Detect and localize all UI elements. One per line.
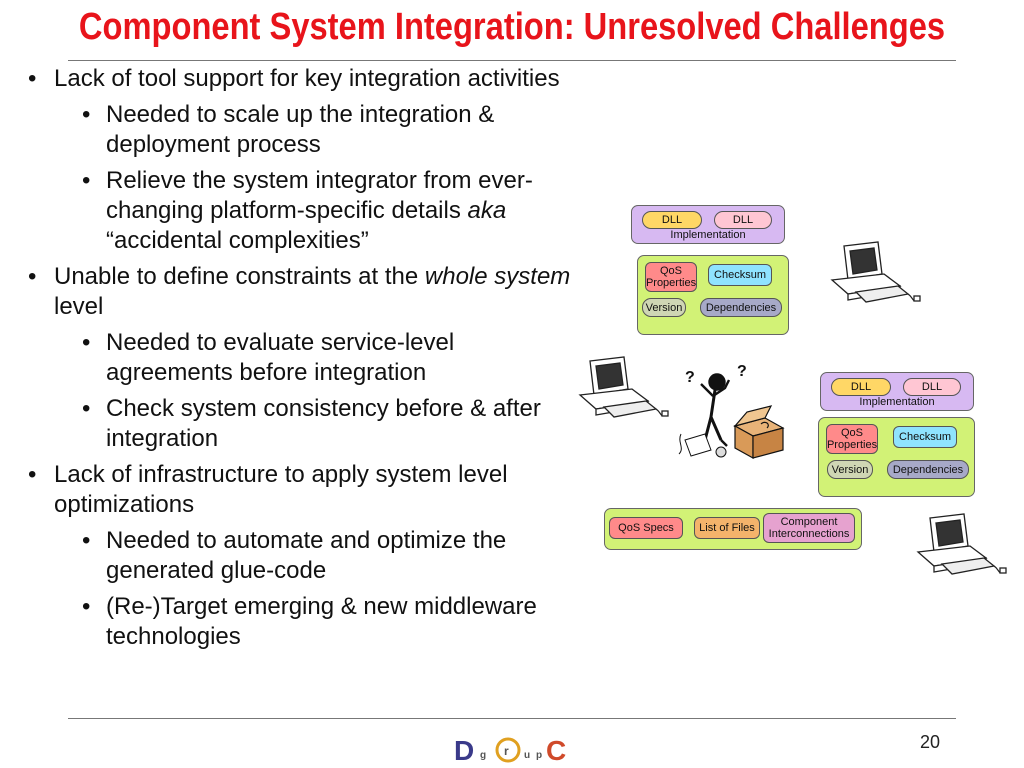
computer-icon <box>916 513 1007 575</box>
bullet-2-em: whole system <box>424 263 571 290</box>
assembly-panel: QoS Specs List of Files Component Interc… <box>604 508 862 550</box>
qos-specs-pill: QoS Specs <box>609 517 683 539</box>
logo-letter-u: u <box>524 750 530 761</box>
version-pill-1: Version <box>642 298 686 317</box>
doc-group-logo: D g r u p C <box>454 735 566 766</box>
component-interconnections-pill: Component Interconnections <box>763 513 855 543</box>
bullet-1-sub-2-em: aka <box>467 197 507 224</box>
version-pill-2: Version <box>827 460 873 479</box>
footer-divider <box>68 718 956 719</box>
logo-letter-d: D <box>454 735 474 766</box>
qos-properties-pill-1: QoS Properties <box>645 262 697 292</box>
bullet-list: •Lack of tool support for key integratio… <box>22 64 582 658</box>
computer-icon <box>578 356 669 418</box>
question-mark-right: ? <box>737 363 747 380</box>
confused-person-icon: ? ? <box>678 363 785 460</box>
qos-properties-pill-2: QoS Properties <box>826 424 878 454</box>
dependencies-pill-1: Dependencies <box>700 298 782 317</box>
bullet-3-sub-1-text: Needed to automate and optimize the gene… <box>106 527 507 584</box>
bullet-1-sub-1: •Needed to scale up the integration & de… <box>82 101 495 158</box>
question-mark-left: ? <box>685 369 695 386</box>
bullet-2-sub-2-text: Check system consistency before & after … <box>106 395 541 452</box>
dll-pill-1a: DLL <box>642 211 702 229</box>
logo-letter-g: g <box>480 750 486 761</box>
bullet-1-sub-2: •Relieve the system integrator from ever… <box>82 167 533 254</box>
bullet-2-before: Unable to define constraints at the <box>54 263 425 290</box>
bullet-2-sub-2: •Check system consistency before & after… <box>82 395 541 452</box>
logo-letter-r: r <box>504 744 509 758</box>
bullet-3: •Lack of infrastructure to apply system … <box>28 461 508 518</box>
bullet-2-sub-1: •Needed to evaluate service-level agreem… <box>82 329 455 386</box>
bullet-3-sub-1: •Needed to automate and optimize the gen… <box>82 527 507 584</box>
implementation-panel-2: DLL DLL Implementation <box>820 372 974 411</box>
metadata-panel-2: QoS Properties Checksum Version Dependen… <box>818 417 975 497</box>
list-of-files-pill: List of Files <box>694 517 760 539</box>
dll-pill-2b: DLL <box>903 378 961 396</box>
logo-letter-p: p <box>536 750 542 761</box>
computer-icon <box>830 241 921 303</box>
dependencies-pill-2: Dependencies <box>887 460 969 479</box>
checksum-pill-2: Checksum <box>893 426 957 448</box>
bullet-1-sub-1-text: Needed to scale up the integration & dep… <box>106 101 495 158</box>
dll-pill-1b: DLL <box>714 211 772 229</box>
bullet-2-after: level <box>54 293 104 320</box>
implementation-panel-1: DLL DLL Implementation <box>631 205 785 244</box>
bullet-3-sub-2-text: (Re-)Target emerging & new middleware te… <box>106 593 537 650</box>
checksum-pill-1: Checksum <box>708 264 772 286</box>
bullet-3-sub-2: •(Re-)Target emerging & new middleware t… <box>82 593 537 650</box>
implementation-caption-1: Implementation <box>670 229 746 241</box>
bullet-1-text: Lack of tool support for key integration… <box>54 65 560 92</box>
implementation-caption-2: Implementation <box>859 396 935 408</box>
metadata-panel-1: QoS Properties Checksum Version Dependen… <box>637 255 789 335</box>
bullet-3-text: Lack of infrastructure to apply system l… <box>54 461 508 518</box>
title-divider <box>68 60 956 61</box>
page-number: 20 <box>919 732 940 752</box>
bullet-2: •Unable to define constraints at the who… <box>28 263 571 320</box>
bullet-1: •Lack of tool support for key integratio… <box>28 65 560 92</box>
bullet-1-sub-2-after: “accidental complexities” <box>106 227 369 254</box>
dll-pill-2a: DLL <box>831 378 891 396</box>
bullet-1-sub-2-before: Relieve the system integrator from ever-… <box>106 167 533 224</box>
bullet-2-sub-1-text: Needed to evaluate service-level agreeme… <box>106 329 455 386</box>
logo-letter-c: C <box>546 735 566 766</box>
slide-title: Component System Integration: Unresolved… <box>78 6 946 48</box>
